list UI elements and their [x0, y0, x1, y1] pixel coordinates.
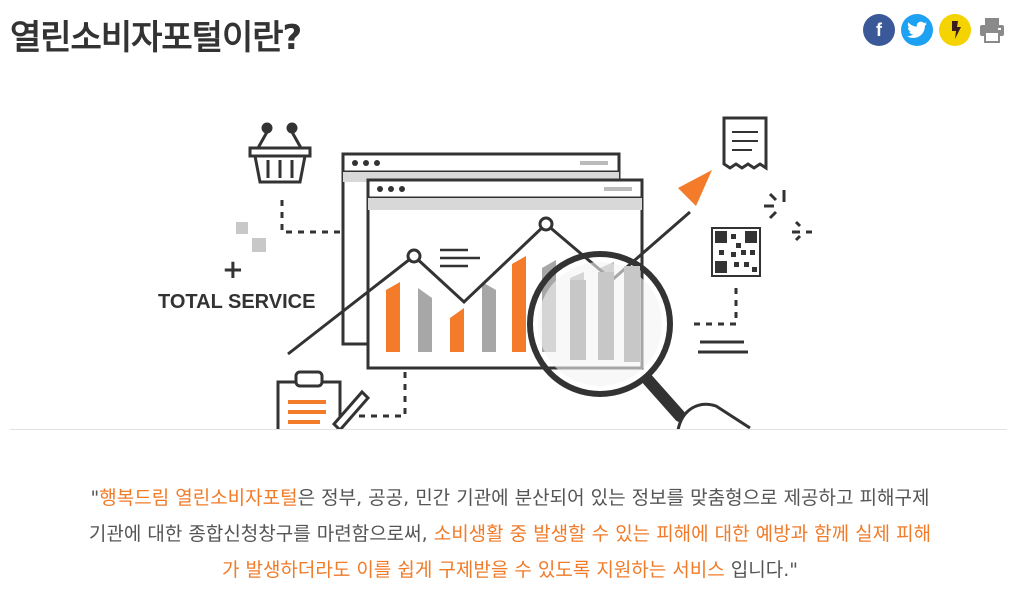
share-bar: f — [863, 14, 1007, 46]
connector-line — [354, 372, 407, 418]
printer-icon[interactable] — [977, 15, 1007, 45]
kakaostory-share-button[interactable] — [939, 14, 971, 46]
arrow-head-icon — [678, 170, 712, 206]
page-title: 열린소비자포털이란? — [10, 18, 302, 58]
qr-code-icon — [711, 227, 761, 277]
connector-line — [690, 288, 738, 326]
facebook-share-button[interactable]: f — [863, 14, 895, 46]
portal-name-highlight: 행복드림 열린소비자포털 — [99, 487, 298, 509]
sparkle-icon — [764, 190, 812, 242]
total-service-illustration: + TOTAL SERVICE — [158, 116, 812, 430]
description-text: " — [90, 487, 100, 509]
deco-lines — [698, 340, 748, 354]
plus-sign: + — [222, 255, 244, 285]
deco-square — [252, 238, 266, 252]
receipt-icon — [722, 116, 768, 171]
section-divider — [10, 429, 1007, 430]
description-line: 기관에 대한 종합신청창구를 마련함으로써, 소비생활 중 발생할 수 있는 피… — [60, 516, 960, 552]
basket-icon — [248, 122, 312, 184]
facebook-icon: f — [876, 19, 882, 40]
description-text: 기관에 대한 종합신청창구를 마련함으로써, — [88, 523, 434, 545]
twitter-icon — [907, 21, 927, 38]
connector-line — [280, 200, 362, 234]
magnifier-icon — [527, 251, 751, 430]
kakaostory-icon — [952, 21, 961, 39]
description-text: 입니다." — [724, 559, 799, 581]
deco-square — [236, 222, 248, 234]
description-highlight: 소비생활 중 발생할 수 있는 피해에 대한 예방과 함께 실제 피해 — [433, 523, 932, 545]
clipboard-icon — [276, 370, 371, 430]
description-highlight: 가 발생하더라도 이를 쉽게 구제받을 수 있도록 지원하는 서비스 — [221, 559, 725, 581]
description-line: "행복드림 열린소비자포털은 정부, 공공, 민간 기관에 분산되어 있는 정보… — [60, 480, 960, 516]
twitter-share-button[interactable] — [901, 14, 933, 46]
portal-description: "행복드림 열린소비자포털은 정부, 공공, 민간 기관에 분산되어 있는 정보… — [60, 480, 960, 588]
total-service-label: TOTAL SERVICE — [158, 291, 315, 313]
description-line: 가 발생하더라도 이를 쉽게 구제받을 수 있도록 지원하는 서비스 입니다." — [60, 552, 960, 588]
description-text: 은 정부, 공공, 민간 기관에 분산되어 있는 정보를 맞춤형으로 제공하고 … — [297, 487, 930, 509]
